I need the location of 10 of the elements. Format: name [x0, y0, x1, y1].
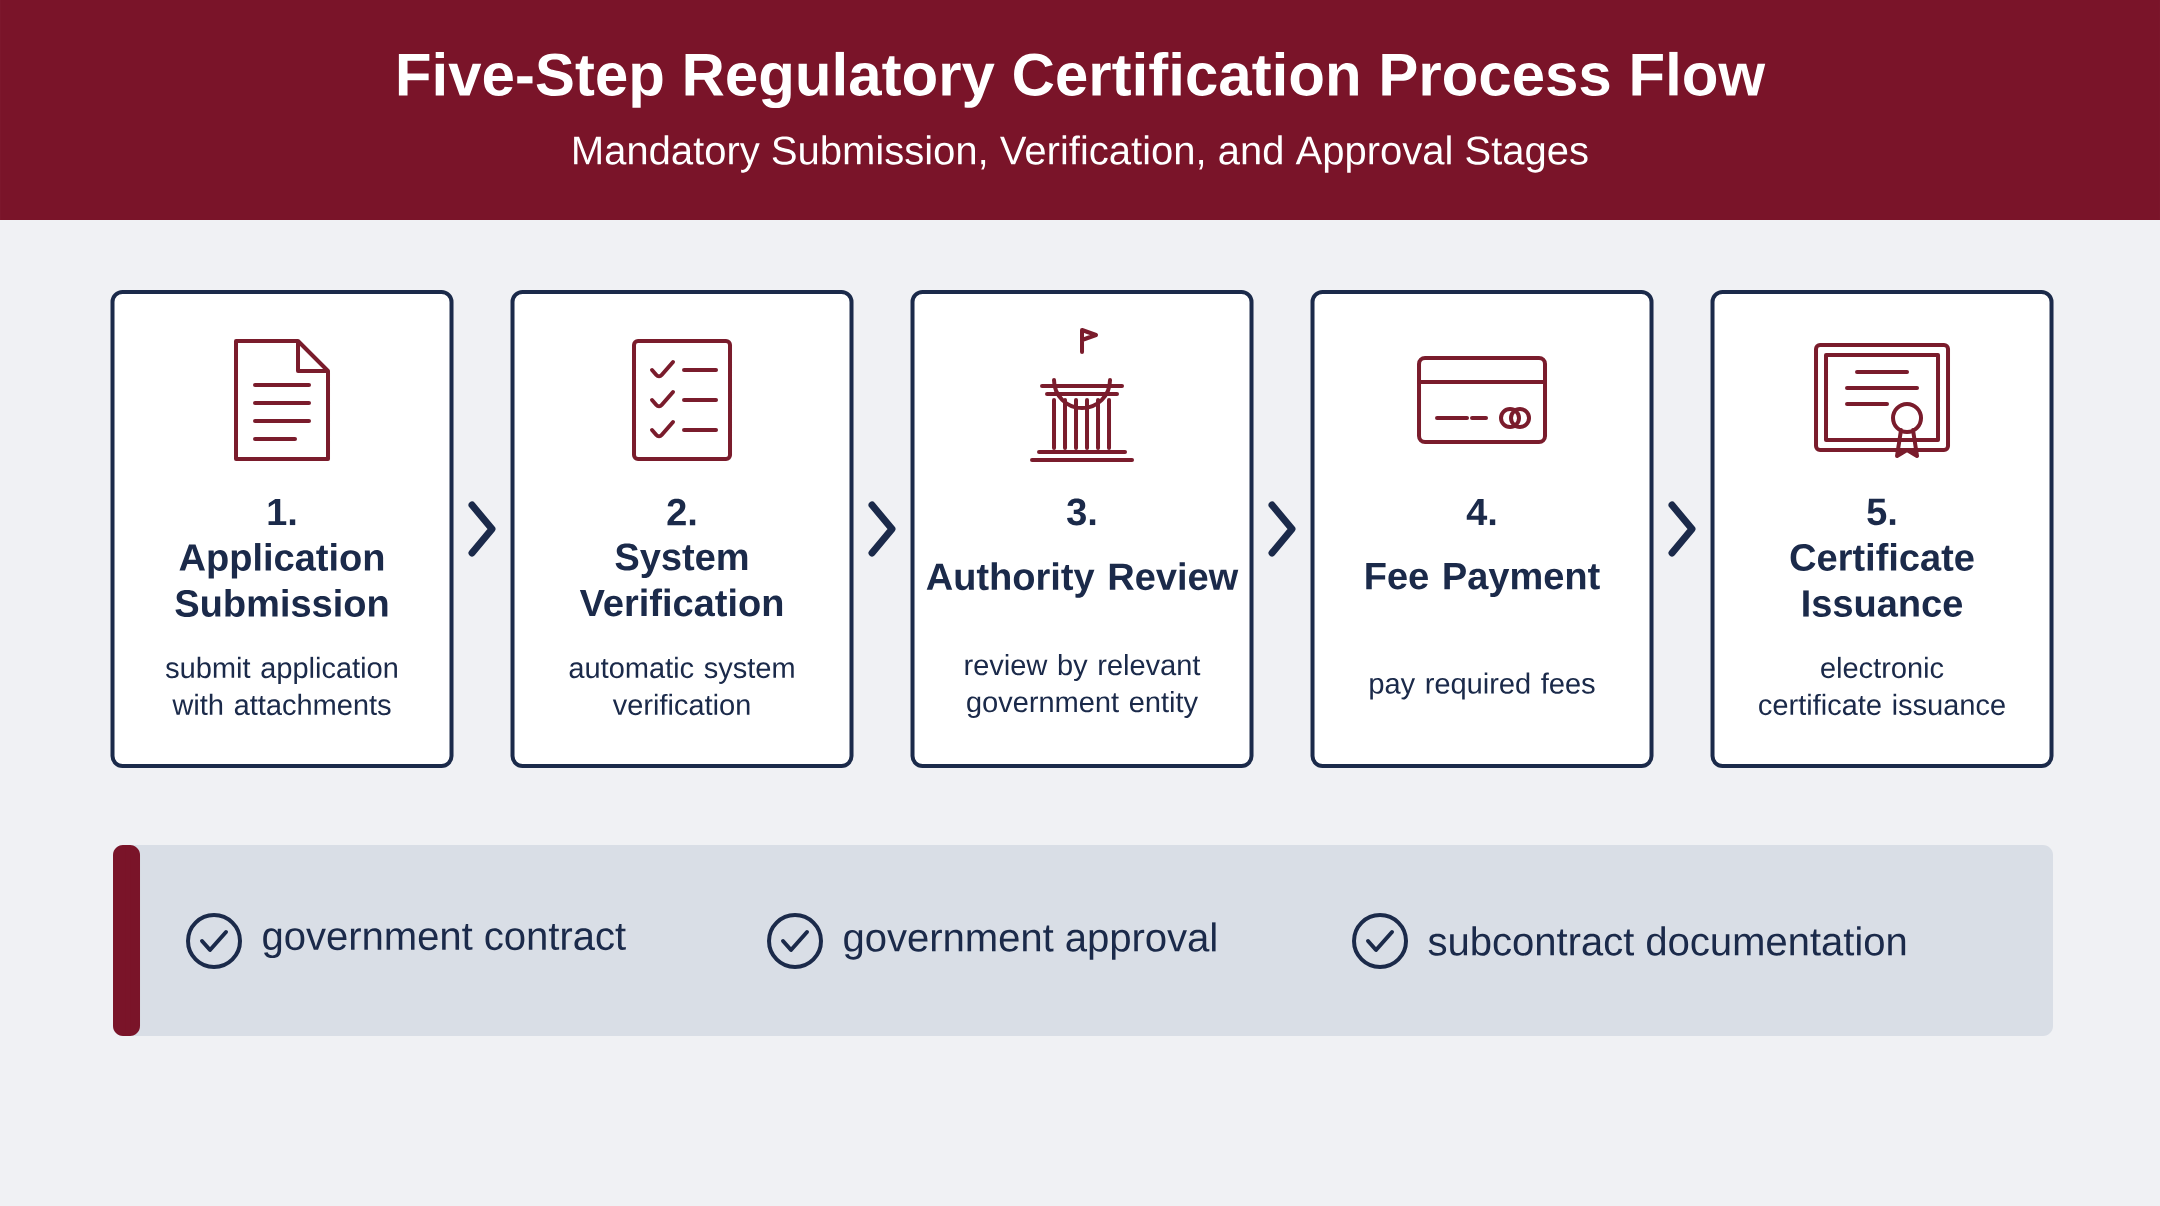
step-card: 2. System Verification automatic system verification — [510, 290, 854, 768]
checklist-item: government approval — [844, 922, 1216, 960]
checklist-item: government contract — [263, 923, 626, 959]
step-card: 4. Fee Payment pay required fees — [1310, 290, 1654, 768]
step-card: 5. Certificate Issuance electronic certificate issuance — [1710, 290, 2054, 768]
subtitle: Mandatory Submission, Verification, and Approval Stages — [574, 135, 1588, 173]
step-card: 1. Application Submission submit application with attachments — [110, 290, 454, 768]
checklist-item: subcontract documentation — [1428, 926, 1906, 956]
title: Five-Step Regulatory Certification Process Flow — [398, 51, 1766, 109]
step-card: 3. Authority Review review by relevant government entity — [910, 290, 1254, 768]
